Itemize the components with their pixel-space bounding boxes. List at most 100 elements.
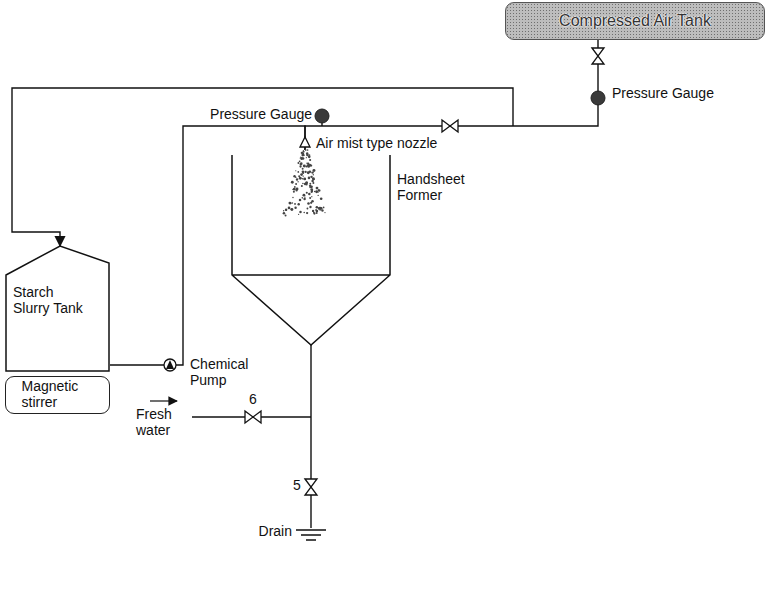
mist-dot	[283, 210, 284, 211]
mist-dot	[302, 152, 303, 153]
mist-dot	[302, 178, 304, 180]
mist-dot	[288, 207, 291, 210]
pump-symbol	[166, 360, 174, 369]
part-label: Chemical Pump	[190, 357, 260, 388]
mist-dot	[312, 210, 314, 212]
mist-dot	[320, 197, 323, 200]
mist-dot	[297, 162, 299, 164]
mist-dot	[285, 209, 287, 211]
mist-dot	[292, 197, 293, 198]
mist-dot	[293, 175, 295, 177]
slurry-tank: Starch Slurry Tank	[5, 245, 110, 372]
mist-dot	[303, 212, 305, 214]
mist-dot	[291, 181, 294, 184]
air-valve	[592, 48, 604, 64]
mist-dot	[306, 192, 308, 194]
pressure-gauge	[315, 109, 329, 123]
mist-dot	[294, 186, 296, 188]
mist-dot	[302, 197, 304, 199]
mist-dot	[302, 183, 304, 185]
mist-dot	[304, 196, 305, 197]
mist-dot	[303, 176, 304, 177]
mist-dot	[311, 171, 313, 173]
node-text: Compressed Air Tank	[559, 12, 711, 30]
nozzle-symbol	[300, 137, 310, 147]
mist-dot	[316, 206, 319, 209]
mist-dot	[318, 207, 321, 210]
node-text: Magnetic stirrer	[22, 379, 94, 410]
mist-dot	[313, 212, 315, 214]
mist-dot	[319, 209, 321, 211]
mist-dot	[311, 191, 313, 193]
mist-dot	[302, 172, 304, 174]
mist-dot	[302, 157, 304, 159]
valve-5	[305, 479, 317, 495]
mist-dot	[283, 212, 286, 215]
mist-dot	[288, 207, 290, 209]
mist-dot	[305, 149, 307, 151]
part-label: Drain	[259, 524, 292, 540]
mist-dot	[321, 209, 323, 211]
mist-dot	[307, 171, 310, 174]
mist-dot	[302, 194, 305, 197]
pump-symbol	[164, 359, 176, 371]
mist-dot	[294, 203, 296, 205]
former-outline	[232, 155, 390, 345]
mist-dot	[310, 185, 313, 188]
drain-pipe	[310, 345, 311, 528]
mist-dot	[299, 211, 301, 213]
drain-symbol	[296, 530, 326, 540]
node-text: Starch Slurry Tank	[13, 285, 85, 316]
mist-dot	[309, 159, 311, 161]
mist-dot	[307, 149, 309, 151]
mist-dot	[309, 206, 311, 208]
mist-dot	[306, 165, 308, 167]
mist-dot	[297, 203, 299, 205]
mist-dot	[314, 191, 316, 193]
mist-dot	[308, 164, 311, 167]
mist-dot	[299, 177, 302, 180]
mist-dot	[305, 181, 307, 183]
air-tank: Compressed Air Tank	[505, 2, 765, 40]
mist-dot	[293, 191, 295, 193]
mist-dot	[291, 208, 293, 210]
part-label: Fresh water	[136, 407, 188, 438]
mist-dot	[312, 182, 314, 184]
mist-dot	[309, 197, 311, 199]
mist-dot	[301, 185, 303, 187]
mist-dot	[315, 190, 318, 193]
pressure-gauge	[591, 91, 605, 105]
mist-dot	[309, 183, 311, 185]
mist-dot	[297, 171, 299, 173]
mist-dot	[318, 207, 321, 210]
mist-dot	[310, 188, 313, 191]
mist-dot	[298, 214, 299, 215]
mist-dot	[316, 212, 318, 214]
mist-dot	[299, 165, 301, 167]
mist-dot	[308, 177, 311, 180]
mist-dot	[303, 198, 305, 200]
mist-dot	[296, 178, 298, 180]
mist-dot	[306, 212, 308, 214]
mist-dot	[307, 163, 309, 165]
mist-dot	[310, 176, 312, 178]
node-text: Handsheet Former	[397, 172, 477, 203]
return-valve	[442, 120, 458, 132]
stirrer-box: Magnetic stirrer	[5, 376, 110, 414]
return-pipe	[12, 88, 513, 246]
mist-dot	[303, 177, 306, 180]
mist-dot	[295, 189, 297, 191]
mist-dot	[316, 210, 319, 213]
mist-dot	[316, 187, 319, 190]
mist-dot	[300, 162, 303, 165]
former-outline	[228, 150, 394, 350]
tank-outline	[6, 246, 109, 371]
spray-mist	[283, 149, 326, 216]
mist-dot	[292, 202, 293, 203]
mist-dot	[292, 189, 293, 190]
mist-dot	[294, 206, 296, 208]
mist-dot	[318, 195, 319, 196]
mist-dot	[285, 209, 287, 211]
mist-dot	[307, 208, 309, 210]
